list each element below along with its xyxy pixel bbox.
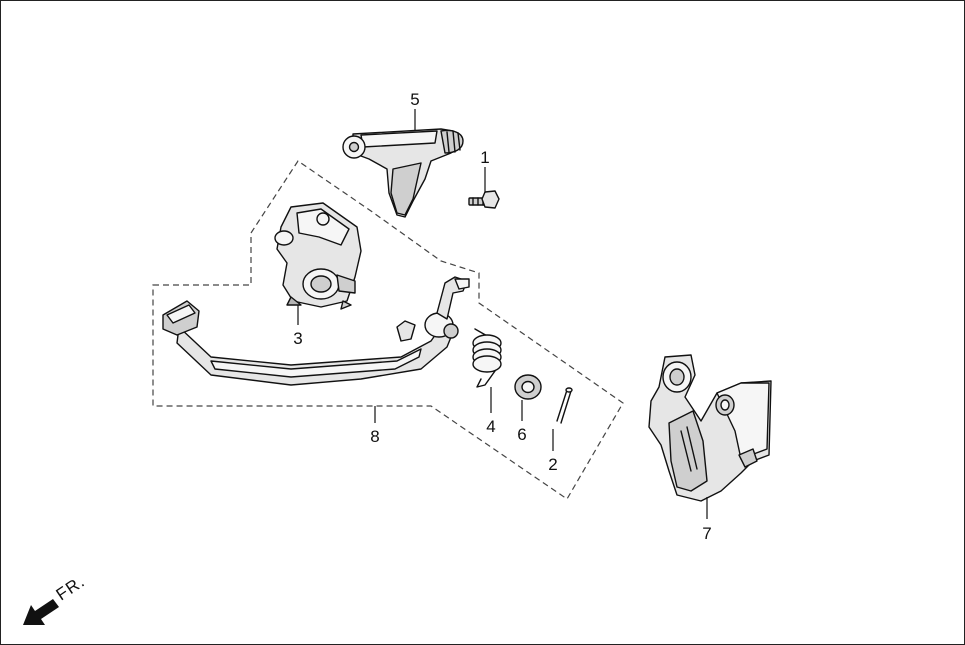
callout-1: 1 bbox=[480, 148, 489, 167]
callout-3: 3 bbox=[293, 329, 302, 348]
assembly-group-outline bbox=[152, 160, 624, 500]
callout-8: 8 bbox=[370, 427, 379, 446]
front-direction-arrow-icon bbox=[23, 599, 59, 625]
part-8-brake-pedal bbox=[162, 276, 470, 386]
part-6-washer bbox=[514, 374, 542, 400]
callout-5: 5 bbox=[410, 90, 419, 109]
part-7-mounting-bracket bbox=[648, 354, 772, 502]
part-3-pivot-bracket bbox=[274, 202, 362, 310]
front-direction-label: FR. bbox=[53, 572, 89, 605]
part-4-return-spring bbox=[472, 328, 502, 388]
part-1-bolt bbox=[468, 190, 500, 209]
part-5-brake-switch bbox=[342, 128, 464, 218]
callout-7: 7 bbox=[702, 524, 711, 543]
callout-6: 6 bbox=[517, 425, 526, 444]
callout-2: 2 bbox=[548, 455, 557, 474]
callout-4: 4 bbox=[486, 417, 495, 436]
part-2-cotter-pin bbox=[556, 387, 573, 424]
